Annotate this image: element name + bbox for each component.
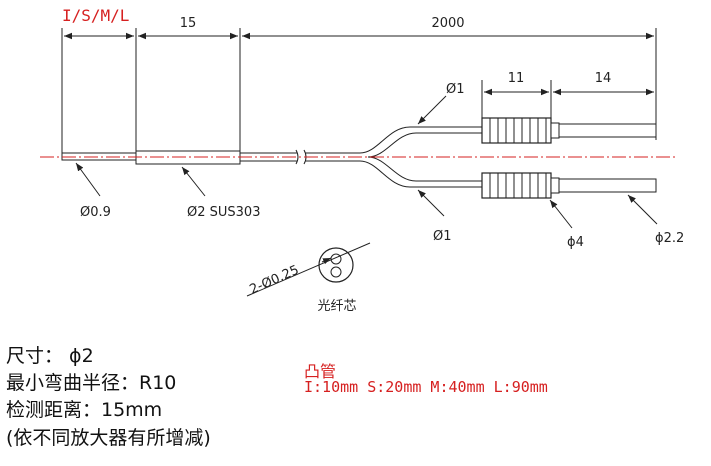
connector-diameter-label: ϕ4	[567, 235, 584, 250]
tube-title: 凸管	[304, 362, 337, 381]
spec-detect-distance: 检测距离：15mm	[6, 399, 163, 421]
sleeve-spec-label: Ø2 SUS303	[187, 205, 260, 220]
tip-length-label: I/S/M/L	[62, 6, 129, 25]
connector-upper	[481, 117, 657, 144]
branch-upper-label: Ø1	[446, 82, 465, 97]
callout-branch-upper: Ø1	[417, 82, 465, 125]
core-label: 光纤芯	[317, 299, 356, 314]
tip-diameter-label: Ø0.9	[80, 205, 111, 220]
spec-bend-radius: 最小弯曲半径：R10	[6, 372, 177, 394]
tube-lengths: I:10mm S:20mm M:40mm L:90mm	[304, 378, 548, 396]
branch-lower	[359, 156, 482, 188]
branch-lower-label: Ø1	[433, 229, 452, 244]
callout-branch-lower: Ø1	[417, 189, 452, 244]
fiber-diameter-label: ϕ2.2	[655, 231, 684, 246]
dim-connector-length: 11	[481, 71, 552, 118]
core-count-label: 2-Ø0.25	[248, 263, 302, 298]
callout-fiber-diameter: ϕ2.2	[627, 194, 684, 246]
dim-tip-length: I/S/M/L	[61, 6, 137, 153]
callout-sleeve-spec: Ø2 SUS303	[181, 166, 260, 220]
cable-length-label: 2000	[431, 16, 464, 31]
sleeve-length-label: 15	[180, 16, 197, 31]
connector-lower	[481, 172, 657, 199]
connector-length-label: 11	[508, 71, 525, 86]
tail-length-label: 14	[595, 71, 612, 86]
dim-cable-length: 2000	[242, 16, 657, 140]
callout-tip-diameter: Ø0.9	[75, 162, 111, 220]
main-cable	[240, 149, 360, 165]
dim-tail-length: 14	[553, 71, 654, 96]
spec-size: 尺寸： ϕ2	[6, 345, 94, 367]
dim-sleeve-length: 15	[138, 16, 241, 152]
callout-connector-diameter: ϕ4	[549, 199, 584, 250]
spec-note: (依不同放大器有所增减)	[6, 427, 211, 449]
branch-upper	[359, 126, 482, 158]
fiber-cross-section: 2-Ø0.25 光纤芯	[246, 242, 371, 314]
